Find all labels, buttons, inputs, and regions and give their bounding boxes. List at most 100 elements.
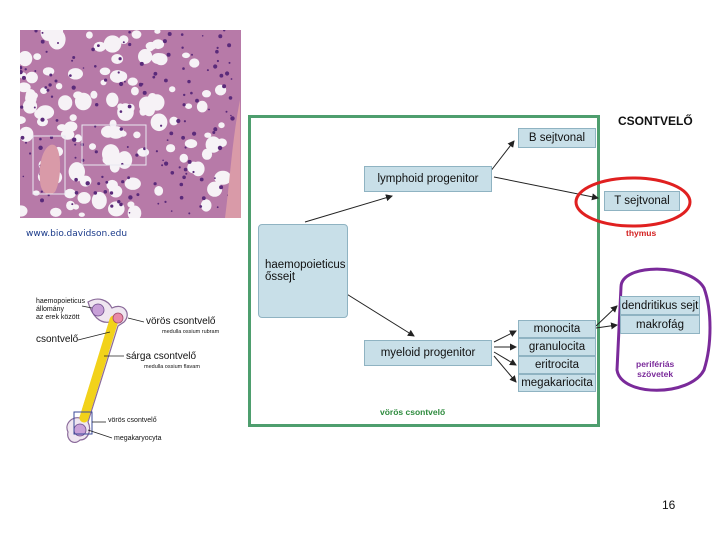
bone-trabecula bbox=[225, 100, 241, 218]
magnify-box bbox=[73, 411, 93, 435]
monocyte-node: monocita bbox=[518, 320, 596, 338]
thymus-ring bbox=[574, 176, 692, 228]
red-marrow-bone-label: vörös csontvelő bbox=[146, 316, 216, 327]
cell-nucleus bbox=[95, 103, 99, 107]
cell-nucleus bbox=[94, 150, 98, 154]
cell-nucleus bbox=[127, 104, 132, 109]
fat-cell bbox=[103, 35, 122, 53]
bone-fragment bbox=[39, 144, 61, 195]
cell-nucleus bbox=[141, 83, 144, 85]
macrophage-node: makrofág bbox=[620, 315, 700, 334]
cell-nucleus bbox=[128, 212, 131, 214]
cell-nucleus bbox=[49, 73, 53, 77]
cell-nucleus bbox=[222, 84, 227, 89]
stem-cell-line2: őssejt bbox=[265, 271, 296, 283]
cell-nucleus bbox=[20, 105, 24, 109]
fat-cell bbox=[138, 49, 153, 64]
cell-nucleus bbox=[180, 33, 184, 36]
cell-nucleus bbox=[192, 170, 195, 174]
marrow-spot-top bbox=[91, 303, 105, 317]
fat-cell bbox=[154, 186, 164, 196]
cell-nucleus bbox=[153, 71, 158, 76]
cell-nucleus bbox=[206, 69, 209, 72]
cell-nucleus bbox=[45, 50, 48, 53]
arrow-lymphoid-b bbox=[489, 140, 515, 173]
cell-nucleus bbox=[227, 43, 232, 48]
leader-marrow bbox=[77, 331, 111, 341]
inset-frame-2 bbox=[81, 124, 147, 166]
arrow-myeloid-eri bbox=[493, 351, 517, 366]
cell-nucleus bbox=[47, 194, 50, 197]
cell-nucleus bbox=[74, 177, 78, 182]
marrow-label: csontvelő bbox=[36, 334, 79, 345]
fat-cell bbox=[20, 205, 28, 217]
fat-cell bbox=[127, 201, 135, 208]
cell-nucleus bbox=[152, 75, 156, 79]
cell-nucleus bbox=[228, 96, 233, 100]
cell-nucleus bbox=[74, 191, 79, 195]
cell-nucleus bbox=[40, 117, 45, 122]
haemo-tissue-label: haemopoieticus állomány az erek között bbox=[36, 298, 85, 322]
cell-nucleus bbox=[117, 200, 121, 204]
cell-nucleus bbox=[94, 65, 97, 68]
cell-nucleus bbox=[216, 46, 219, 49]
fat-cell bbox=[40, 30, 56, 41]
fat-cell bbox=[205, 136, 221, 153]
cell-nucleus bbox=[55, 119, 59, 122]
cell-nucleus bbox=[20, 66, 23, 70]
cell-nucleus bbox=[40, 39, 45, 44]
cell-nucleus bbox=[94, 125, 97, 128]
cell-nucleus bbox=[40, 190, 43, 193]
cell-nucleus bbox=[216, 206, 219, 209]
cell-nucleus bbox=[219, 73, 224, 78]
cell-nucleus bbox=[29, 152, 32, 155]
cell-nucleus bbox=[162, 159, 164, 162]
histology-svg bbox=[20, 30, 241, 218]
arrow-mono-macrophage bbox=[595, 322, 618, 330]
arrow-lymphoid-t bbox=[493, 176, 599, 201]
cell-nucleus bbox=[155, 150, 158, 153]
fat-cell bbox=[169, 86, 176, 93]
fat-cell bbox=[25, 71, 38, 84]
cell-nucleus bbox=[161, 164, 164, 167]
cell-nucleus bbox=[164, 161, 169, 166]
fat-cell bbox=[25, 89, 36, 102]
cell-nucleus bbox=[183, 167, 188, 172]
cell-nucleus bbox=[46, 88, 50, 92]
cell-nucleus bbox=[182, 175, 186, 180]
myeloid-node: myeloid progenitor bbox=[364, 340, 492, 366]
fat-cell bbox=[185, 103, 193, 109]
cell-nucleus bbox=[41, 31, 44, 34]
cell-nucleus bbox=[128, 42, 132, 47]
yellow-marrow-label: sárga csontvelő bbox=[126, 351, 197, 362]
fat-cell bbox=[110, 128, 117, 136]
fat-cell bbox=[189, 58, 200, 68]
cell-nucleus bbox=[166, 139, 169, 141]
fat-cell bbox=[131, 86, 139, 96]
thymus-label: thymus bbox=[626, 228, 657, 238]
fat-cell bbox=[50, 207, 62, 217]
cell-nucleus bbox=[201, 196, 206, 201]
cell-nucleus bbox=[170, 210, 173, 212]
inset-frame bbox=[32, 135, 66, 195]
haemo-line2: állomány bbox=[36, 306, 65, 313]
fat-cell bbox=[127, 77, 138, 86]
red-marrow-frame bbox=[248, 115, 600, 427]
cell-nucleus bbox=[230, 78, 233, 80]
peripheral-label: perifériás szövetek bbox=[636, 359, 674, 379]
fat-cell bbox=[20, 51, 33, 67]
fat-cell bbox=[201, 148, 213, 160]
fat-cell bbox=[90, 90, 98, 99]
fat-cell bbox=[191, 161, 205, 177]
leader-red bbox=[127, 317, 145, 323]
cell-nucleus bbox=[217, 145, 223, 151]
cell-nucleus bbox=[181, 46, 184, 49]
cell-nucleus bbox=[199, 205, 203, 208]
fat-cell bbox=[64, 188, 76, 199]
fat-cell bbox=[131, 30, 142, 39]
cell-nucleus bbox=[187, 159, 192, 164]
fat-cell bbox=[20, 116, 26, 125]
cell-nucleus bbox=[181, 135, 186, 140]
leader-mega bbox=[87, 429, 113, 439]
